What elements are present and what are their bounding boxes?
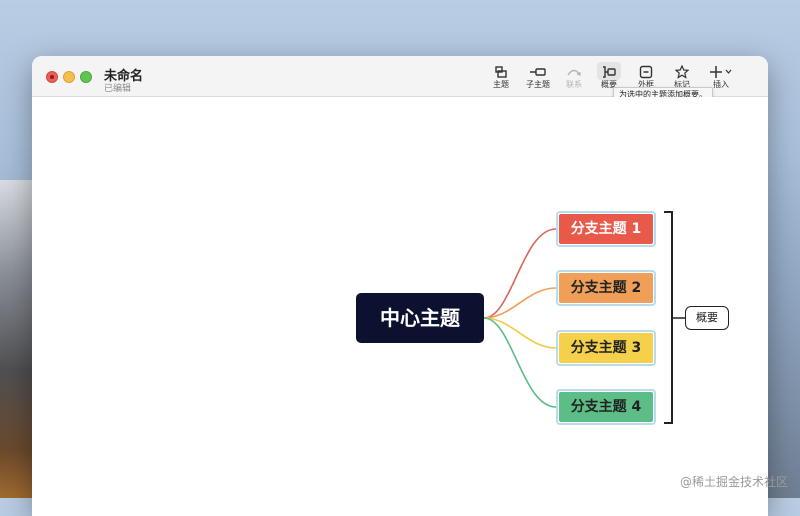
- toolbar-boundary-button[interactable]: 外框: [634, 62, 658, 92]
- relationship-icon: [562, 62, 586, 80]
- connector-lines: [483, 211, 685, 424]
- connector-branch-3: [483, 317, 557, 349]
- toolbar-relationship-label: 联系: [566, 80, 582, 89]
- plus-icon: [706, 62, 736, 80]
- toolbar-boundary-label: 外框: [638, 80, 654, 89]
- branch-topic-3[interactable]: 分支主题 3: [556, 330, 656, 366]
- central-topic[interactable]: 中心主题: [356, 293, 484, 343]
- branch-topic-2[interactable]: 分支主题 2: [556, 270, 656, 306]
- zoom-window-button[interactable]: [80, 71, 92, 83]
- close-window-button[interactable]: [46, 71, 58, 83]
- connector-branch-4: [483, 317, 557, 408]
- toolbar-topic-button[interactable]: 主题: [489, 62, 513, 92]
- toolbar-subtopic-button[interactable]: 子主题: [522, 62, 554, 92]
- toolbar-marker-button[interactable]: 标记: [670, 62, 694, 92]
- branch-topic-1-label: 分支主题 1: [559, 214, 653, 244]
- document-status: 已编辑: [104, 84, 132, 94]
- connector-branch-2: [483, 287, 557, 319]
- boundary-icon: [634, 62, 658, 80]
- document-title: 未命名: [104, 69, 144, 84]
- topic-icon: [489, 62, 513, 80]
- connector-branch-1: [483, 228, 557, 319]
- summary-topic[interactable]: 概要: [685, 306, 729, 330]
- summary-bracket: [664, 211, 673, 424]
- branch-topic-4[interactable]: 分支主题 4: [556, 389, 656, 425]
- app-window: 未命名 已编辑 主题 子主题 联系 概要: [32, 56, 768, 516]
- title-bar: 未命名 已编辑 主题 子主题 联系 概要: [32, 56, 768, 103]
- star-icon: [670, 62, 694, 80]
- watermark: @稀土掘金技术社区: [679, 475, 788, 489]
- branch-topic-2-label: 分支主题 2: [559, 273, 653, 303]
- minimize-window-button[interactable]: [63, 71, 75, 83]
- toolbar-marker-label: 标记: [674, 80, 690, 89]
- toolbar-relationship-button[interactable]: 联系: [562, 62, 586, 92]
- subtopic-icon: [522, 62, 554, 80]
- toolbar-summary-label: 概要: [601, 80, 617, 89]
- toolbar-subtopic-label: 子主题: [526, 80, 550, 89]
- summary-icon: [597, 62, 621, 80]
- toolbar-summary-button[interactable]: 概要: [597, 62, 621, 92]
- branch-topic-3-label: 分支主题 3: [559, 333, 653, 363]
- toolbar-topic-label: 主题: [493, 80, 509, 89]
- toolbar-insert-label: 插入: [713, 80, 729, 89]
- branch-topic-1[interactable]: 分支主题 1: [556, 211, 656, 247]
- branch-topic-4-label: 分支主题 4: [559, 392, 653, 422]
- mindmap-canvas[interactable]: 中心主题 分支主题 1 分支主题 2 分支主题 3 分支主题 4 概要: [32, 97, 768, 516]
- toolbar-insert-button[interactable]: 插入: [706, 62, 736, 92]
